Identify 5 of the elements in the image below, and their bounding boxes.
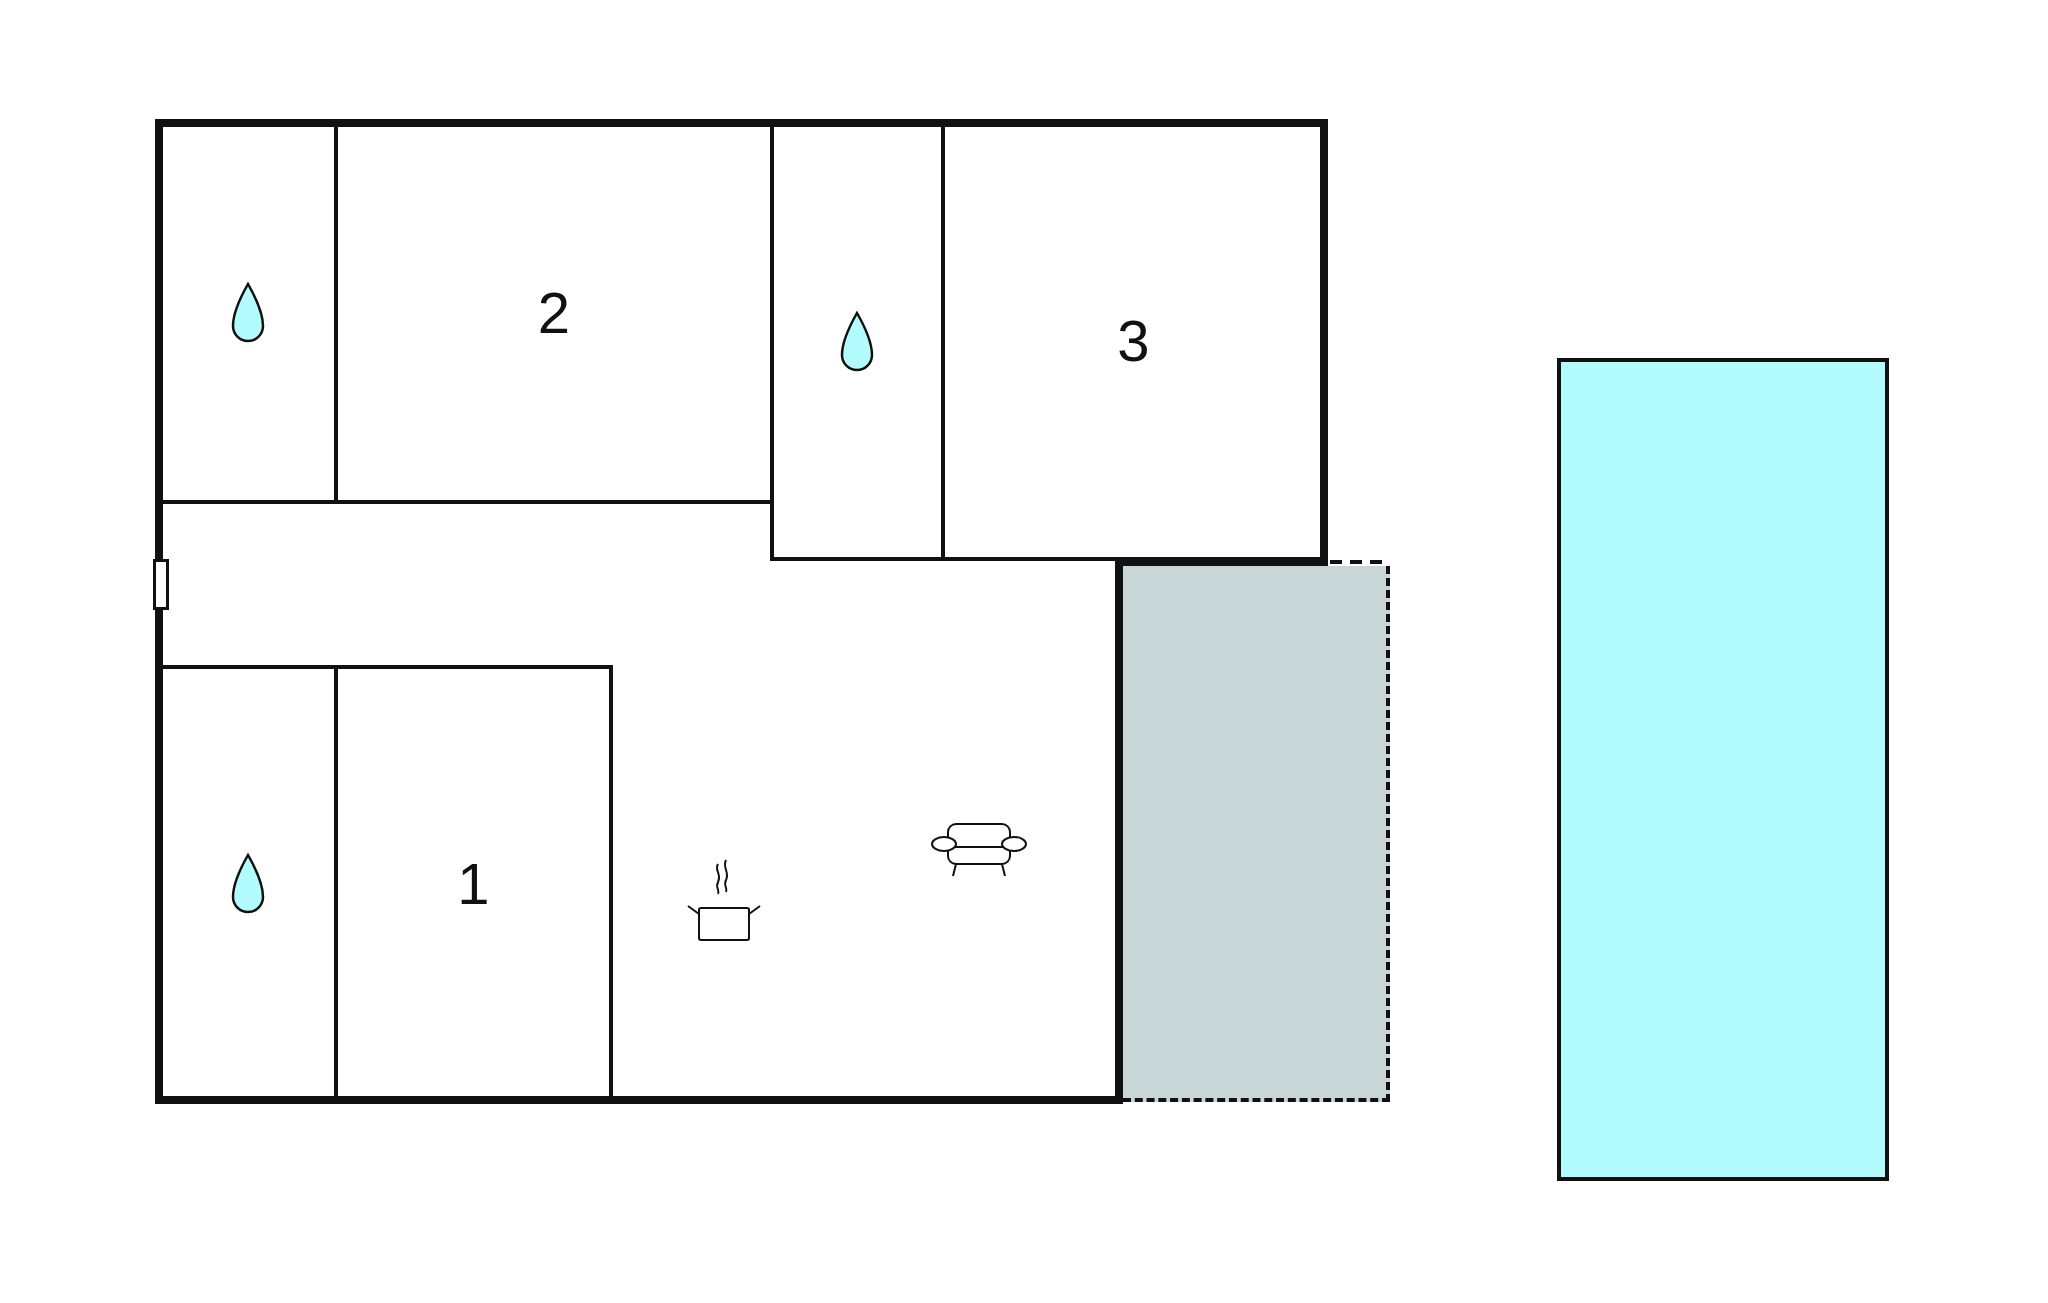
swimming-pool: [1557, 358, 1889, 1181]
terrace: [1123, 566, 1390, 1102]
room-number: 3: [1117, 312, 1150, 370]
room-number: 2: [537, 283, 571, 342]
room-number: 1: [457, 854, 490, 913]
